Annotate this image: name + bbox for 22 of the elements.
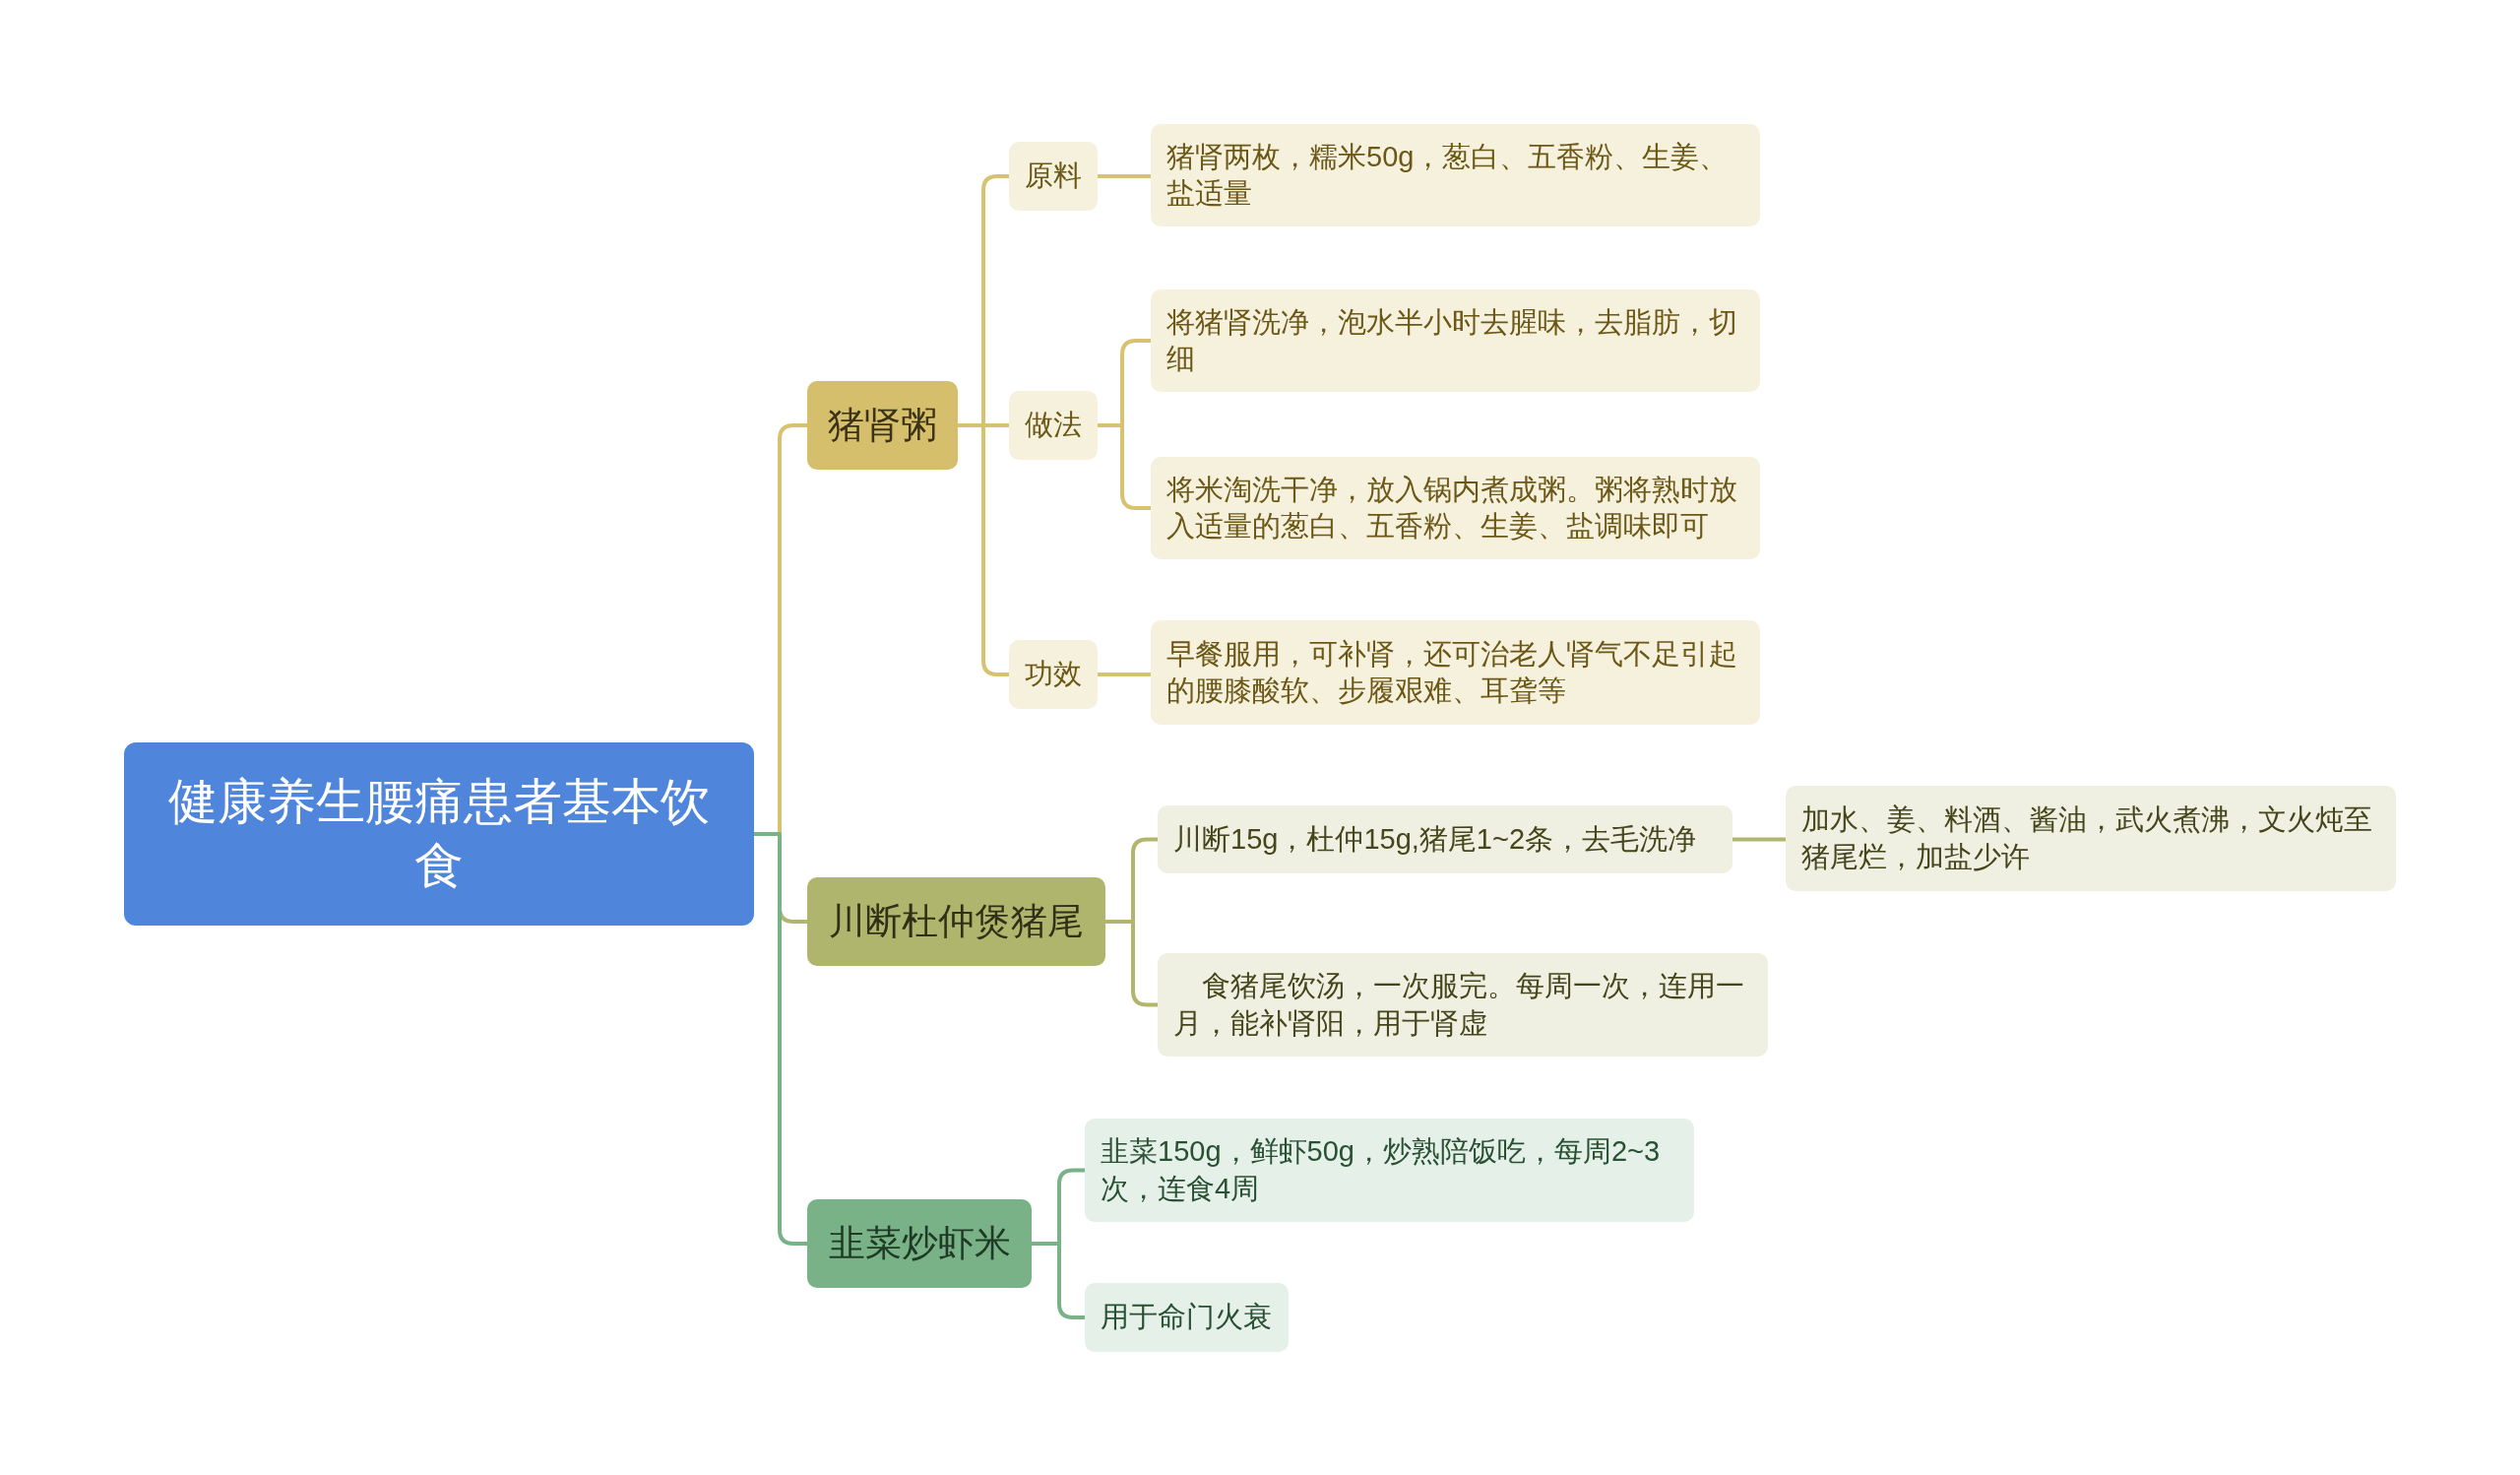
note-box: 川断15g，杜仲15g,猪尾1~2条，去毛洗净	[1158, 805, 1732, 873]
branch-topic-box: 韭菜炒虾米	[807, 1199, 1032, 1288]
subtopic-box: 做法	[1009, 391, 1098, 460]
connector-line	[1098, 174, 1151, 178]
subtopic-box: 功效	[1009, 640, 1098, 709]
subtopic-box: 原料	[1009, 142, 1098, 211]
connector-line	[1032, 1242, 1085, 1319]
connector-line	[958, 423, 1009, 676]
branch-topic-box: 川断杜仲煲猪尾	[807, 877, 1105, 966]
connector-line	[1098, 673, 1151, 676]
note-box: 加水、姜、料酒、酱油，武火煮沸，文火炖至猪尾烂，加盐少许	[1786, 786, 2396, 891]
note-box: 早餐服用，可补肾，还可治老人肾气不足引起的腰膝酸软、步履艰难、耳聋等	[1151, 620, 1760, 725]
connector-line	[1105, 920, 1158, 1007]
note-box: 用于命门火衰	[1085, 1283, 1289, 1352]
note-box: 将猪肾洗净，泡水半小时去腥味，去脂肪，切细	[1151, 289, 1760, 392]
note-box: 食猪尾饮汤，一次服完。每周一次，连用一月，能补肾阳，用于肾虚	[1158, 953, 1768, 1057]
note-box: 将米淘洗干净，放入锅内煮成粥。粥将熟时放入适量的葱白、五香粉、生姜、盐调味即可	[1151, 457, 1760, 559]
note-box: 韭菜150g，鲜虾50g，炒熟陪饭吃，每周2~3次，连食4周	[1085, 1119, 1694, 1222]
connector-line	[1732, 837, 1786, 842]
branch-topic-box: 猪肾粥	[807, 381, 958, 470]
central-topic-box: 健康养生腰痛患者基本饮食	[124, 742, 754, 926]
note-box: 猪肾两枚，糯米50g，葱白、五香粉、生姜、盐适量	[1151, 124, 1760, 226]
